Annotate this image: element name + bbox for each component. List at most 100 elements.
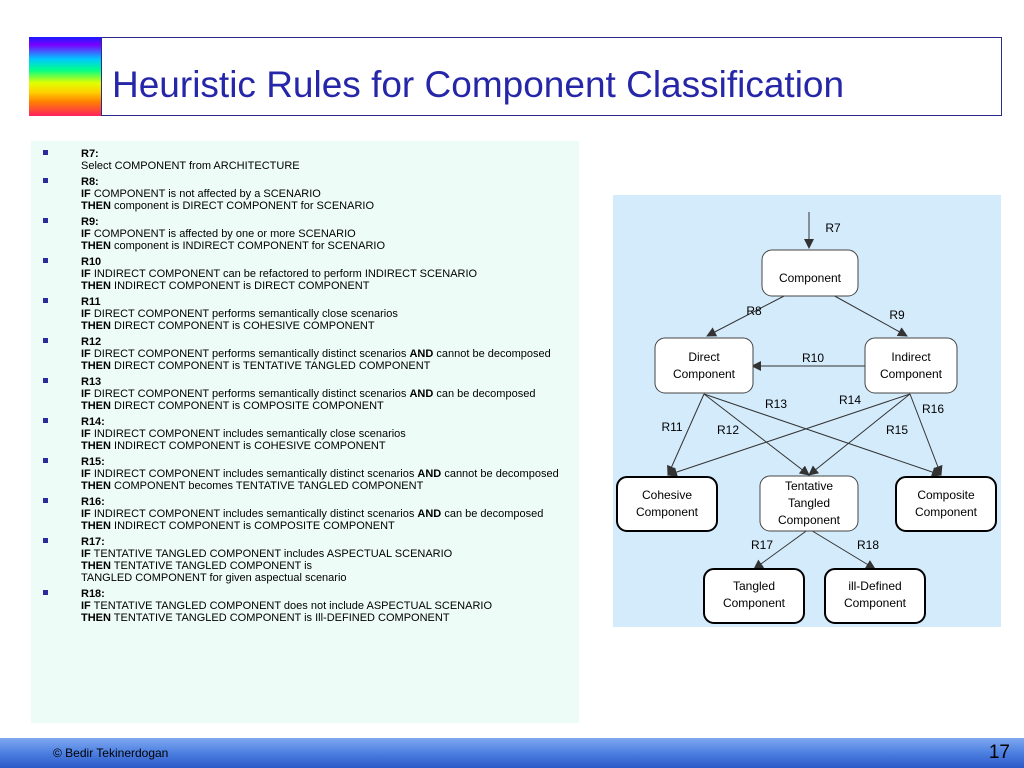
rules-list: R7:Select COMPONENT from ARCHITECTURE R8:… <box>31 141 579 624</box>
rule-item: R15:IF INDIRECT COMPONENT includes seman… <box>31 456 579 492</box>
rainbow-gradient-logo <box>29 37 102 116</box>
edge-r13 <box>703 393 942 477</box>
rule-id: R16: <box>81 496 105 508</box>
rule-line: IF INDIRECT COMPONENT includes semantica… <box>81 468 569 480</box>
rule-text: component is INDIRECT COMPONENT for SCEN… <box>110 240 385 252</box>
edge-r14 <box>667 393 911 477</box>
rule-keyword: THEN <box>81 612 111 624</box>
rule-keyword: AND <box>417 508 442 520</box>
rule-line: THEN COMPONENT becomes TENTATIVE TANGLED… <box>81 480 569 492</box>
rule-line: THEN TENTATIVE TANGLED COMPONENT is <box>81 560 569 572</box>
edge-label-r13: R13 <box>765 397 787 411</box>
rule-line: IF TENTATIVE TANGLED COMPONENT includes … <box>81 548 569 560</box>
rule-keyword: IF <box>81 268 91 280</box>
edge-r16 <box>909 393 943 476</box>
rule-keyword: THEN <box>81 520 111 532</box>
edge-r18 <box>808 528 876 570</box>
rule-keyword: IF <box>81 388 91 400</box>
rule-text: TENTATIVE TANGLED COMPONENT does not inc… <box>90 600 492 612</box>
bullet-icon <box>43 418 48 423</box>
rule-line: THEN DIRECT COMPONENT is TENTATIVE TANGL… <box>81 360 569 372</box>
node-indirect-box <box>864 337 958 394</box>
rule-keyword: IF <box>81 468 91 480</box>
rule-line: IF DIRECT COMPONENT performs semanticall… <box>81 348 569 360</box>
bullet-icon <box>43 258 48 263</box>
rule-line: IF TENTATIVE TANGLED COMPONENT does not … <box>81 600 569 612</box>
bullet-icon <box>43 218 48 223</box>
edge-r12 <box>703 393 810 476</box>
rule-text: COMPONENT is affected by one or more SCE… <box>90 228 356 240</box>
rule-text: COMPONENT becomes TENTATIVE TANGLED COMP… <box>110 480 424 492</box>
rule-text: cannot be decomposed <box>441 468 559 480</box>
rule-text: INDIRECT COMPONENT is DIRECT COMPONENT <box>110 280 370 292</box>
rule-item: R17:IF TENTATIVE TANGLED COMPONENT inclu… <box>31 536 579 584</box>
rule-id: R13 <box>81 376 102 388</box>
rule-text: can be decomposed <box>441 508 544 520</box>
footer-bar <box>0 738 1024 768</box>
edge-r9 <box>830 293 908 337</box>
rule-text: component is DIRECT COMPONENT for SCENAR… <box>110 200 374 212</box>
bullet-icon <box>43 338 48 343</box>
edge-label-r16: R16 <box>922 402 944 416</box>
rule-keyword: THEN <box>81 400 111 412</box>
rule-line: THEN component is INDIRECT COMPONENT for… <box>81 240 569 252</box>
edge-label-r18: R18 <box>857 538 879 552</box>
rule-line: THEN INDIRECT COMPONENT is DIRECT COMPON… <box>81 280 569 292</box>
rule-keyword: THEN <box>81 480 111 492</box>
edge-label-r15: R15 <box>886 423 908 437</box>
rule-line: THEN INDIRECT COMPONENT is COMPOSITE COM… <box>81 520 569 532</box>
edge-r8 <box>706 293 789 337</box>
rule-keyword: THEN <box>81 280 111 292</box>
footer-copyright: © Bedir Tekinerdogan <box>53 746 169 760</box>
rule-id: R9: <box>81 216 99 228</box>
bullet-icon <box>43 590 48 595</box>
rule-id: R8: <box>81 176 99 188</box>
rule-text: COMPONENT is not affected by a SCENARIO <box>90 188 321 200</box>
edge-label-r7: R7 <box>825 221 841 235</box>
rule-line: IF DIRECT COMPONENT performs semanticall… <box>81 388 569 400</box>
rule-text: DIRECT COMPONENT performs semantically c… <box>90 308 398 320</box>
rule-text: INDIRECT COMPONENT includes semantically… <box>90 508 418 520</box>
rule-keyword: IF <box>81 188 91 200</box>
page-number: 17 <box>988 742 1010 763</box>
edge-label-r8: R8 <box>746 304 762 318</box>
rule-line: TANGLED COMPONENT for given aspectual sc… <box>81 572 569 584</box>
edge-label-r11: R11 <box>661 420 682 434</box>
rule-text: can be decomposed <box>433 388 536 400</box>
rule-item: R14:IF INDIRECT COMPONENT includes seman… <box>31 416 579 452</box>
bullet-icon <box>43 150 48 155</box>
rule-line: IF COMPONENT is not affected by a SCENAR… <box>81 188 569 200</box>
edge-label-r9: R9 <box>889 308 905 322</box>
rules-panel: R7:Select COMPONENT from ARCHITECTURE R8:… <box>31 141 579 723</box>
edge-label-r10: R10 <box>802 351 824 365</box>
rule-text: cannot be decomposed <box>433 348 551 360</box>
bullet-icon <box>43 378 48 383</box>
node-ill-defined-box <box>824 568 926 624</box>
rule-keyword: THEN <box>81 200 111 212</box>
bullet-icon <box>43 298 48 303</box>
rule-text: INDIRECT COMPONENT includes semantically… <box>90 428 406 440</box>
node-tentative-box <box>759 475 859 532</box>
edge-r11 <box>667 393 705 476</box>
node-composite-box <box>895 476 997 532</box>
rule-text: INDIRECT COMPONENT can be refactored to … <box>90 268 478 280</box>
rule-id: R11 <box>81 296 101 308</box>
rule-line: IF DIRECT COMPONENT performs semanticall… <box>81 308 569 320</box>
node-component-box <box>761 249 859 297</box>
rule-line: THEN DIRECT COMPONENT is COHESIVE COMPON… <box>81 320 569 332</box>
slide-title: Heuristic Rules for Component Classifica… <box>112 64 845 105</box>
rule-id: R18: <box>81 588 105 600</box>
rule-item: R7:Select COMPONENT from ARCHITECTURE <box>31 148 579 172</box>
rule-keyword: AND <box>409 388 434 400</box>
rule-keyword: IF <box>81 428 91 440</box>
node-direct-box <box>654 337 754 394</box>
rule-id: R7: <box>81 148 99 160</box>
rule-id: R17: <box>81 536 105 548</box>
node-component-label: Component <box>779 271 842 285</box>
rule-text: INDIRECT COMPONENT is COHESIVE COMPONENT <box>110 440 386 452</box>
